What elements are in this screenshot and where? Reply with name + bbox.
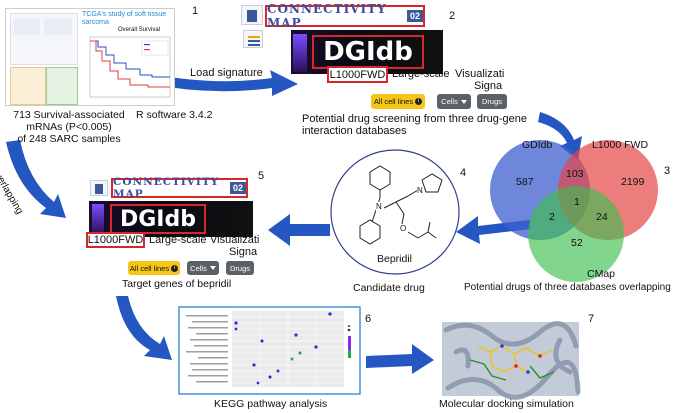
cmap-title: CONNECTIVITY MAP [267,2,387,30]
km-plot [89,36,171,98]
panel2-caption-line1: Potential drug screening from three drug… [302,113,528,125]
dgidb-wordmark: DGIdb [312,35,424,69]
panel6-caption: KEGG pathway analysis [214,398,328,410]
arrow-to-venn [538,112,582,160]
docking-image [442,321,581,400]
bepridil-structure [359,165,443,245]
dgidb-wordmark-2: DGIdb [110,204,206,234]
cmap-header-2: CONNECTIVITY MAP 02 [111,176,248,200]
visualization-label: Visualizati [455,68,505,80]
all-cell-lines-label: All cell lines [373,97,414,106]
cmap-header: CONNECTIVITY MAP 02 [265,2,425,30]
panel5-caption: Target genes of bepridil [122,278,232,290]
dgidb-logo-mark [293,34,307,72]
drug-circle [330,149,460,275]
cmap-version: 02 [406,10,423,22]
cmap-version-2: 02 [229,182,246,194]
signa-label-2: Signa [229,246,258,258]
step-number-3: 3 [664,165,671,177]
venn-count-center: 1 [574,196,580,208]
visualization-label-2: Visualizati [210,234,260,246]
l1000fwd-logo-2: L1000FWD [86,232,145,248]
signa-label: Signa [474,80,503,92]
step-number-2: 2 [449,10,456,22]
panel1-caption-line3: of 248 SARC samples [17,133,121,145]
drugs-label: Drugs [481,97,502,106]
arrow-overlapping [6,140,66,218]
step-number-4: 4 [460,167,467,179]
chevron-down-icon [460,99,467,104]
cmap-title-2: CONNECTIVITY MAP [113,176,220,200]
large-scale-label-2: Large-scale [149,234,207,246]
venn-count-gdi-l1000: 103 [566,168,584,180]
venn-count-l1000-cmap: 24 [596,211,608,223]
list-icon [243,30,263,48]
panel4-caption: Candidate drug [353,282,425,294]
arrow-drug-to-targets [268,214,330,246]
cmap-logo-icon-2 [90,180,108,196]
drugs-label-2: Drugs [229,263,250,273]
kegg-plot [178,306,361,395]
drug-name: Bepridil [377,253,413,265]
dgidb-logo-mark-2 [92,204,104,234]
chevron-down-icon-2 [209,266,216,270]
dgidb-banner-2 [89,201,253,237]
panel1-caption-line2: mRNAs (P<0.005) [26,121,112,133]
cells-dropdown[interactable]: Cells [437,94,471,109]
atom-n1: N [376,202,382,211]
survival-thumbnail: TCGA's study of soft tissue sarcoma Over… [5,8,175,106]
cmap-logo-icon [241,5,263,25]
thumb-title-line1: TCGA's study of soft tissue [82,11,167,18]
venn-count-cmap-only: 52 [571,237,583,249]
panel7-caption: Molecular docking simulation [439,398,574,410]
drugs-button[interactable]: Drugs [477,94,507,109]
load-signature-label: Load signature [190,67,263,79]
info-icon-2: i [171,264,179,272]
info-icon: i [415,98,423,105]
step-number-7: 7 [588,313,595,325]
cells-label: Cells [441,97,458,106]
venn-count-l1000-only: 2199 [621,176,645,188]
venn-count-gdi-only: 587 [516,176,534,188]
venn-count-gdi-cmap: 2 [549,211,555,223]
thumb-title-line2: sarcoma [82,19,109,26]
all-cell-lines-label-2: All cell lines [129,263,170,273]
venn-label-gdi: GDIdb [522,139,553,151]
venn-label-cmap: CMap [587,268,616,280]
panel1-caption-line1: 713 Survival-associated [13,109,125,121]
drugs-button-2[interactable]: Drugs [226,261,254,275]
cells-label-2: Cells [190,263,207,273]
arrow-load-signature [150,70,298,96]
l1000fwd-logo: L1000FWD [327,66,388,83]
atom-o: O [400,224,407,233]
km-plot-title: Overall Survival [118,27,161,33]
step-number-5: 5 [258,170,265,182]
cells-dropdown-2[interactable]: Cells [187,261,219,275]
software-label: R software 3.4.2 [136,109,213,121]
arrow-to-kegg [116,296,172,360]
panel2-caption-line2: interaction databases [302,125,407,137]
venn-diagram [490,140,658,282]
venn-label-l1000: L1000 FWD [592,139,649,151]
panel3-caption: Potential drugs of three databases overl… [464,282,671,293]
arrow-kegg-to-docking [366,344,434,374]
atom-n2: N [417,186,423,195]
step-number-6: 6 [365,313,372,325]
step-number-1: 1 [192,5,199,17]
venn-circle-cmap [528,186,624,282]
large-scale-label: Large-scale [392,68,450,80]
